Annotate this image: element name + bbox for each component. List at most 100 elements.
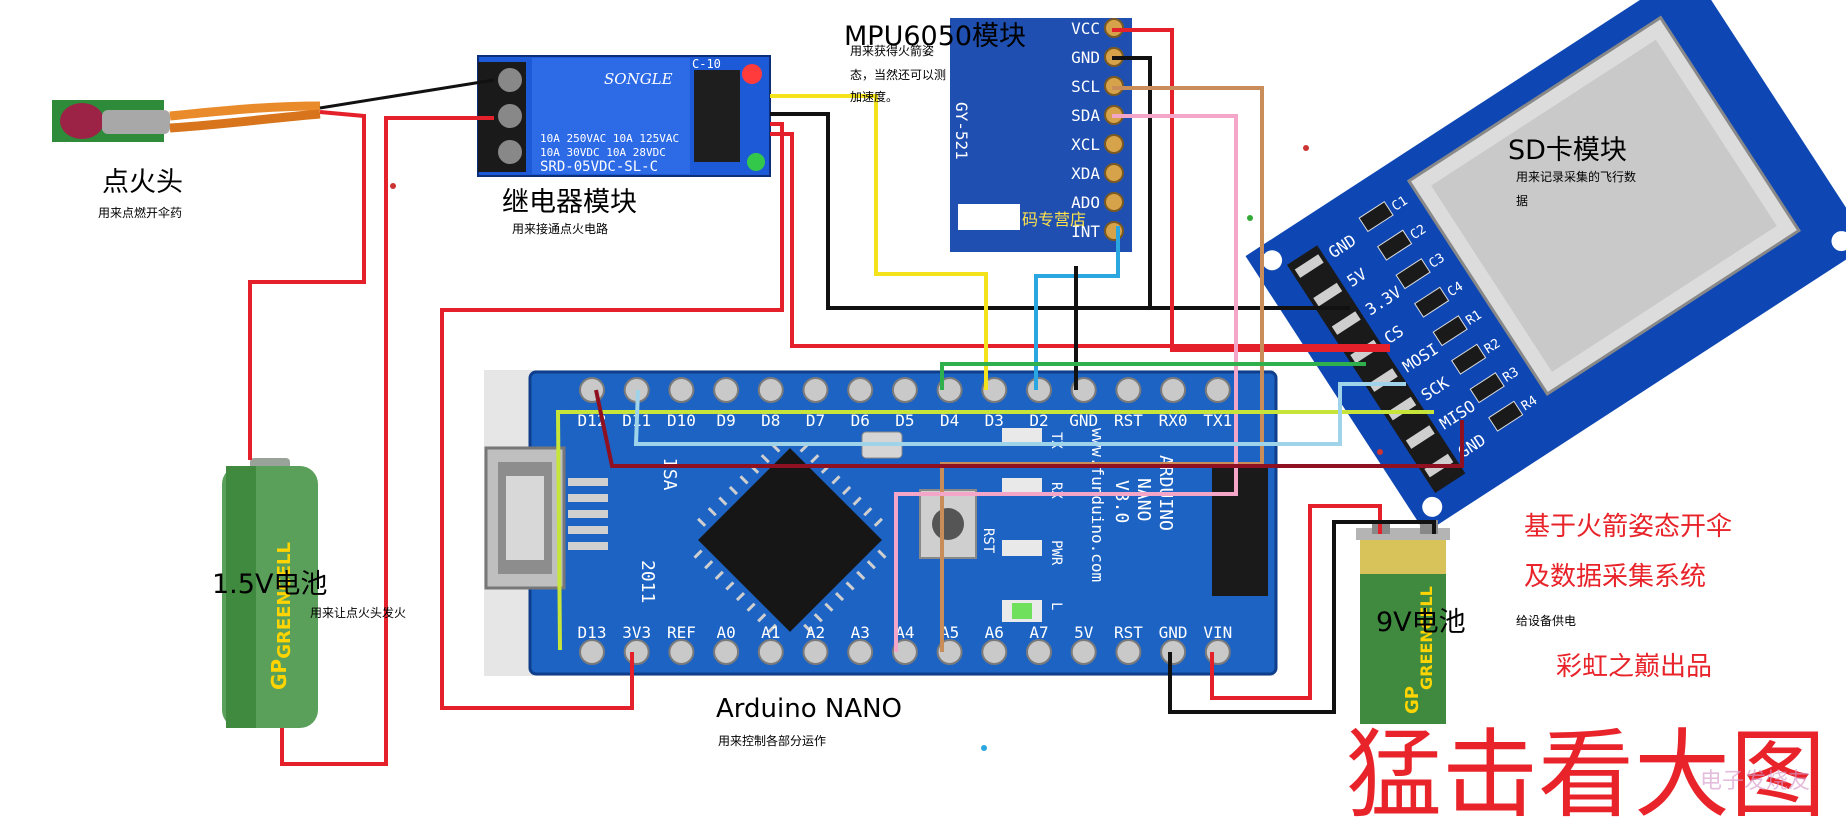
top-pin-label: D5	[895, 411, 914, 430]
top-pin-hole	[802, 377, 829, 403]
mpu-desc-3: 加速度。	[850, 90, 899, 104]
silk-rx: RX	[1048, 482, 1064, 499]
relay-rating-2: 10A 30VDC 10A 28VDC	[540, 146, 666, 159]
mpu-pin-pad	[1104, 221, 1124, 241]
battery-1-5v-title: 1.5V电池	[212, 569, 328, 600]
bottom-pin-hole	[1070, 639, 1097, 665]
relay-model: SRD-05VDC-SL-C	[540, 159, 658, 175]
mpu-pin-label: INT	[1071, 222, 1100, 241]
top-pin-label: D8	[761, 411, 780, 430]
bottom-pin-hole	[623, 639, 650, 665]
sd-pin	[1294, 254, 1324, 278]
wire-red-mpu-vcc	[1112, 28, 1390, 352]
wire-black-9v-gnd	[1168, 520, 1436, 714]
top-pin-hole	[668, 377, 695, 403]
bottom-pin-hole	[1204, 639, 1231, 665]
sd-component-label: R3	[1500, 365, 1521, 386]
top-pin-label: RX0	[1159, 411, 1188, 430]
silk-pwr: PWR	[1048, 540, 1064, 566]
arduino-title: Arduino NANO	[716, 694, 903, 724]
silk-l: L	[1048, 602, 1064, 610]
sd-desc-2: 据	[1516, 194, 1529, 208]
sd-component-label: C3	[1426, 251, 1447, 272]
top-pin-hole	[981, 377, 1008, 403]
mpu-desc-1: 用来获得火箭姿	[850, 44, 935, 58]
bottom-pin-hole	[757, 639, 784, 665]
top-pin-label: D9	[716, 411, 735, 430]
sd-title: SD卡模块	[1508, 135, 1627, 166]
sd-component-label: C2	[1408, 222, 1429, 243]
sd-pin	[1331, 311, 1361, 335]
battery-9v-title: 9V电池	[1376, 607, 1466, 638]
top-pin-hole	[891, 377, 918, 403]
top-pin-hole	[579, 377, 605, 403]
sd-component	[1432, 315, 1468, 347]
silk-version: V3.0	[1111, 480, 1132, 523]
relay-brand: SONGLE	[604, 70, 673, 88]
bottom-pin-label: D13	[578, 623, 607, 642]
top-pin-label: TX1	[1203, 411, 1232, 430]
wires	[248, 28, 1464, 766]
bottom-pin-label: A7	[1029, 623, 1048, 642]
wire-red-relay-3v3	[440, 122, 784, 710]
bottom-pin-hole	[1160, 639, 1187, 665]
wire-black-relay-gnd	[770, 112, 1350, 310]
top-pin-label: D7	[806, 411, 825, 430]
mpu-pin-label: VCC	[1071, 19, 1100, 38]
silk-year: 2011	[637, 560, 658, 603]
top-pin-hole	[1115, 377, 1142, 403]
bottom-pin-hole	[579, 639, 605, 665]
bottom-pin-hole	[668, 639, 695, 665]
top-pin-label: D4	[940, 411, 959, 430]
bottom-pin-label: 3V3	[622, 623, 651, 642]
mpu-pin-label: GND	[1071, 48, 1100, 67]
sd-component-label: C1	[1389, 194, 1410, 215]
top-pin-label: D10	[667, 411, 696, 430]
bottom-pin-label: A0	[716, 623, 735, 642]
bottom-pin-label: RST	[1114, 623, 1143, 642]
bottom-pin-label: A6	[985, 623, 1004, 642]
top-header-pins	[579, 377, 1231, 403]
silk-rst: RST	[980, 528, 996, 554]
silk-nano: NANO	[1133, 478, 1154, 521]
mpu-shop-label: 码专营店	[1022, 210, 1086, 229]
wire-pink-mpu-sda	[894, 114, 1238, 652]
mpu-board-label: GY-521	[952, 102, 971, 160]
mpu-pin-label: ADO	[1071, 193, 1100, 212]
mpu-pin-pad	[1104, 192, 1124, 212]
bottom-pin-label: A4	[895, 623, 914, 642]
sd-component	[1469, 372, 1505, 404]
top-pin-hole	[1204, 377, 1231, 403]
relay-ic-label: C-10	[692, 57, 721, 71]
top-pin-hole	[713, 377, 740, 403]
mpu-pin-label: SCL	[1071, 77, 1100, 96]
top-pin-hole	[1160, 377, 1187, 403]
igniter-desc: 用来点燃开伞药	[98, 206, 183, 220]
sd-component-label: R1	[1463, 308, 1484, 329]
sd-pin	[1313, 282, 1343, 307]
arduino-desc: 用来控制各部分运作	[718, 734, 827, 748]
igniter-image	[52, 100, 321, 142]
top-pin-label: D12	[578, 411, 607, 430]
silk-url: www.funduino.com	[1088, 428, 1107, 582]
wire-red-9v-vin	[1210, 504, 1382, 700]
mpu-pin-label: XDA	[1071, 164, 1100, 183]
top-pin-label: D3	[985, 411, 1004, 430]
silk-tx: TX	[1048, 432, 1064, 449]
battery-9v-desc: 给设备供电	[1516, 614, 1577, 628]
bottom-pin-label: VIN	[1203, 623, 1232, 642]
mpu-pin-label: XCL	[1071, 135, 1100, 154]
sd-component	[1451, 343, 1487, 375]
bottom-pin-hole	[847, 639, 874, 665]
top-pin-label: D2	[1029, 411, 1048, 430]
sd-component-label: R4	[1519, 393, 1540, 414]
sd-pin	[1387, 396, 1417, 421]
battery-1-5v-desc: 用来让点火头发火	[310, 606, 407, 620]
sd-card-module: GND5V3.3VCSMOSISCKMISOGNDC1C2C3C4R1R2R3R…	[1245, 0, 1846, 533]
battery-1-5v-logo: GP	[267, 659, 291, 690]
bottom-pin-hole	[981, 639, 1008, 665]
top-pin-hole	[847, 377, 874, 403]
relay-title: 继电器模块	[502, 187, 637, 218]
